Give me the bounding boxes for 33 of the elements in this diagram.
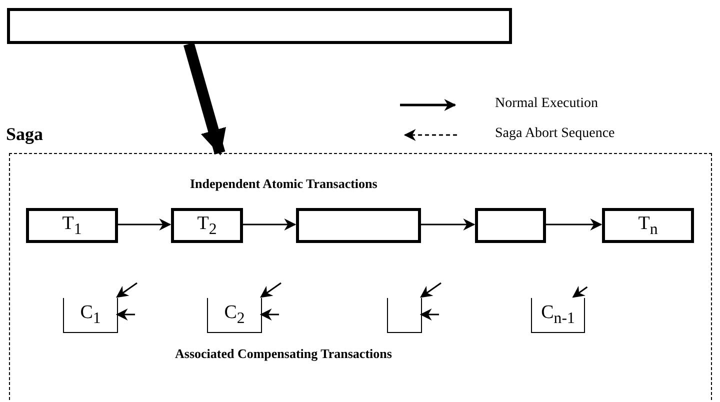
transaction-label: C$_{1}$ (80, 303, 101, 327)
transaction-label: T$_{2}$ (197, 214, 217, 238)
arrow (116, 282, 138, 298)
transaction-box (26, 208, 118, 243)
compensating-transaction-box (207, 298, 262, 333)
arrow (260, 282, 282, 298)
arrow (117, 218, 172, 230)
legend-label: Saga Abort Sequence (495, 126, 615, 142)
section-label: Associated Compensating Transactions (175, 346, 392, 362)
compensating-transaction-box (531, 298, 585, 333)
transaction-box (171, 208, 243, 243)
arrow (242, 218, 296, 230)
transaction-label: T$_{1}$ (62, 214, 82, 238)
transaction-box (475, 208, 546, 243)
arrow (420, 308, 439, 320)
transaction-box (602, 208, 694, 243)
transaction-label: C$_{2}$ (224, 303, 245, 327)
compensating-transaction-box (387, 298, 422, 333)
thick-arrow (184, 42, 226, 156)
arrow (420, 218, 476, 230)
compensating-transaction-box (63, 298, 118, 333)
input-box (7, 8, 512, 44)
section-label: Independent Atomic Transactions (190, 176, 378, 192)
legend-label: Normal Execution (495, 96, 598, 112)
arrow (420, 282, 442, 298)
arrow (572, 286, 588, 298)
arrow (545, 218, 602, 230)
arrow (116, 308, 135, 320)
transaction-label: C$_{n-1}$ (541, 303, 575, 327)
transaction-label: T$_{n}$ (638, 214, 658, 238)
transaction-box (296, 208, 421, 243)
region-title: Saga (6, 124, 44, 145)
arrow (260, 308, 279, 320)
